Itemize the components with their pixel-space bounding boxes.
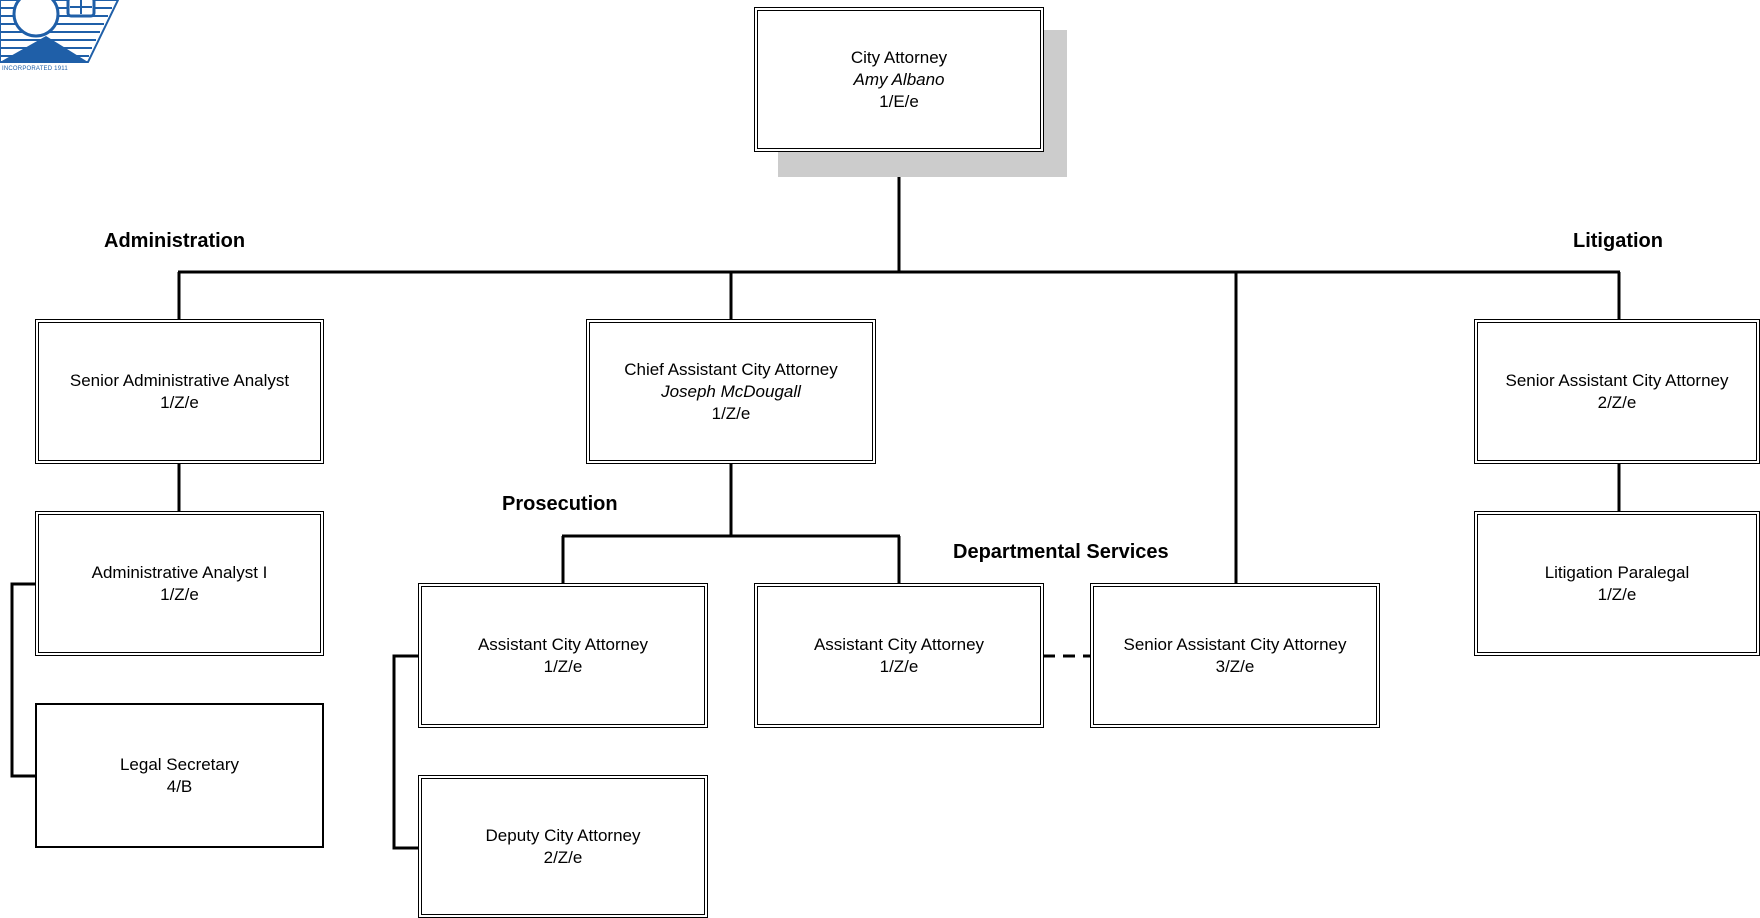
box-person-name: Amy Albano: [853, 69, 945, 89]
box-code: 1/Z/e: [711, 403, 751, 423]
box-legal-secretary[interactable]: Legal Secretary 4/B: [35, 703, 324, 848]
connector-pros-bracket: [392, 654, 419, 850]
city-seal-logo-icon: [0, 0, 120, 63]
box-title: Senior Assistant City Attorney: [1505, 370, 1729, 390]
box-assistant-city-attorney-departmental[interactable]: Assistant City Attorney 1/Z/e: [754, 583, 1044, 728]
section-administration: Administration: [104, 230, 246, 252]
box-code: 3/Z/e: [1215, 656, 1255, 676]
box-person-name: Joseph McDougall: [661, 381, 801, 401]
logo-incorporated-text: INCORPORATED 1911: [2, 66, 68, 72]
box-title: Assistant City Attorney: [477, 634, 649, 654]
box-assistant-city-attorney-prosecution[interactable]: Assistant City Attorney 1/Z/e: [418, 583, 708, 728]
section-litigation: Litigation: [1573, 230, 1663, 252]
box-code: 1/Z/e: [160, 584, 199, 604]
box-title: City Attorney: [850, 47, 948, 67]
box-city-attorney[interactable]: City Attorney Amy Albano 1/E/e: [754, 7, 1044, 152]
box-title: Litigation Paralegal: [1544, 562, 1690, 582]
box-code: 1/E/e: [879, 91, 919, 111]
box-code: 1/Z/e: [879, 656, 919, 676]
section-departmental-services: Departmental Services: [953, 541, 1169, 563]
box-administrative-analyst-1[interactable]: Administrative Analyst I 1/Z/e: [35, 511, 324, 656]
section-prosecution: Prosecution: [502, 493, 618, 515]
box-deputy-city-attorney[interactable]: Deputy City Attorney 2/Z/e: [418, 775, 708, 918]
box-code: 1/Z/e: [160, 392, 199, 412]
box-senior-administrative-analyst[interactable]: Senior Administrative Analyst 1/Z/e: [35, 319, 324, 464]
box-code: 4/B: [166, 776, 193, 796]
box-senior-assistant-city-attorney-litigation[interactable]: Senior Assistant City Attorney 2/Z/e: [1474, 319, 1760, 464]
box-title: Deputy City Attorney: [485, 825, 641, 845]
box-title: Legal Secretary: [119, 754, 240, 774]
box-title: Chief Assistant City Attorney: [624, 359, 838, 379]
connector-admin-bracket: [10, 582, 36, 778]
box-code: 1/Z/e: [1597, 584, 1637, 604]
box-code: 2/Z/e: [1597, 392, 1637, 412]
box-senior-assistant-city-attorney-departmental[interactable]: Senior Assistant City Attorney 3/Z/e: [1090, 583, 1380, 728]
box-title: Assistant City Attorney: [813, 634, 985, 654]
box-title: Administrative Analyst I: [91, 562, 268, 582]
box-title: Senior Administrative Analyst: [69, 370, 290, 390]
box-code: 2/Z/e: [543, 847, 583, 867]
box-litigation-paralegal[interactable]: Litigation Paralegal 1/Z/e: [1474, 511, 1760, 656]
box-title: Senior Assistant City Attorney: [1123, 634, 1347, 654]
box-code: 1/Z/e: [543, 656, 583, 676]
box-chief-assistant-city-attorney[interactable]: Chief Assistant City Attorney Joseph McD…: [586, 319, 876, 464]
